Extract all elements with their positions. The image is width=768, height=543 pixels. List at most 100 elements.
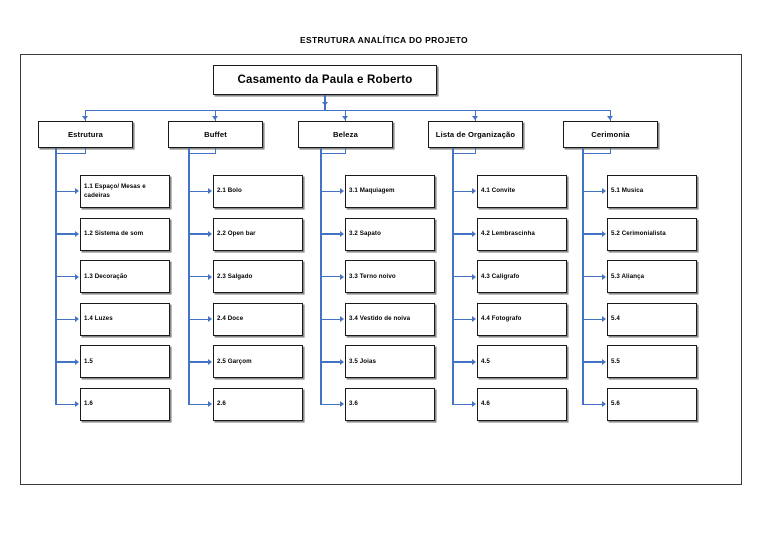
branch-1-spine-link (56, 153, 86, 155)
task-5.3-arrow-icon (602, 273, 606, 280)
task-node-5.1-label: 5.1 Musica (611, 187, 644, 195)
branch-node-1-label: Estrutura (67, 130, 104, 139)
task-5.5-connector (583, 361, 603, 363)
task-node-3.2[interactable]: 3.2 Sapato (345, 217, 435, 251)
task-node-1.4-label: 1.4 Luzes (84, 315, 113, 323)
task-node-5.6[interactable]: 5.6 (607, 388, 697, 421)
task-node-3.2-label: 3.2 Sapato (349, 229, 381, 237)
task-node-5.1[interactable]: 5.1 Musica (607, 175, 697, 208)
task-3.6-arrow-icon (340, 401, 344, 408)
task-1.1-connector (56, 190, 76, 193)
task-node-2.1-label: 2.1 Bolo (217, 187, 242, 195)
branch-node-1[interactable]: Estrutura (38, 121, 133, 148)
branch-node-5-label: Cerimonia (591, 130, 630, 139)
task-node-2.3[interactable]: 2.3 Salgado (213, 260, 303, 294)
task-5.1-connector (583, 190, 603, 193)
branch-3-spine-link (321, 153, 346, 155)
task-4.5-connector (453, 361, 473, 363)
task-4.1-arrow-icon (472, 188, 476, 195)
task-node-3.4[interactable]: 3.4 Vestido de noiva (345, 302, 435, 336)
task-node-1.2-label: 1.2 Sistema de som (84, 229, 144, 237)
task-node-5.4[interactable]: 5.4 (607, 302, 697, 336)
branch-2-drop-connector (214, 110, 217, 121)
task-1.6-connector (56, 403, 76, 406)
task-node-1.1[interactable]: 1.1 Espaço/ Mesas e cadeiras (80, 175, 170, 208)
branch-3-spine-connector (320, 148, 322, 405)
task-node-4.1[interactable]: 4.1 Convite (477, 175, 567, 208)
task-node-2.2[interactable]: 2.2 Open bar (213, 217, 303, 251)
task-node-2.5-label: 2.5 Garçom (217, 357, 252, 365)
task-node-2.1[interactable]: 2.1 Bolo (213, 175, 303, 208)
task-3.1-connector (321, 190, 341, 193)
task-1.5-arrow-icon (75, 358, 79, 365)
task-4.6-connector (453, 403, 473, 406)
task-node-3.1[interactable]: 3.1 Maquiagem (345, 175, 435, 208)
task-node-1.5-label: 1.5 (84, 357, 93, 365)
task-node-5.3-label: 5.3 Aliança (611, 272, 645, 280)
task-2.2-connector (189, 233, 209, 235)
task-node-5.3[interactable]: 5.3 Aliança (607, 260, 697, 294)
task-1.3-arrow-icon (75, 273, 79, 280)
task-node-4.5[interactable]: 4.5 (477, 345, 567, 379)
task-node-1.4[interactable]: 1.4 Luzes (80, 302, 170, 336)
task-node-4.2[interactable]: 4.2 Lembrascinha (477, 217, 567, 251)
task-node-1.2[interactable]: 1.2 Sistema de som (80, 217, 170, 251)
task-node-3.5[interactable]: 3.5 Joias (345, 345, 435, 379)
task-node-5.6-label: 5.6 (611, 400, 620, 408)
task-node-3.6[interactable]: 3.6 (345, 388, 435, 421)
task-node-4.5-label: 4.5 (481, 357, 490, 365)
branch-4-spine-connector (452, 148, 454, 405)
task-3.3-arrow-icon (340, 273, 344, 280)
task-node-2.4[interactable]: 2.4 Doce (213, 302, 303, 336)
task-1.4-connector (56, 318, 76, 320)
branch-node-3[interactable]: Beleza (298, 121, 393, 148)
task-node-2.4-label: 2.4 Doce (217, 315, 244, 323)
task-node-3.3[interactable]: 3.3 Terno noivo (345, 260, 435, 294)
task-node-2.5[interactable]: 2.5 Garçom (213, 345, 303, 379)
task-4.4-arrow-icon (472, 316, 476, 323)
task-3.5-connector (321, 361, 341, 363)
root-node-label: Casamento da Paula e Roberto (237, 74, 413, 86)
task-4.6-arrow-icon (472, 401, 476, 408)
branch-5-spine-connector (582, 148, 584, 405)
task-node-5.2[interactable]: 5.2 Cerimonialista (607, 217, 697, 251)
task-5.4-connector (583, 318, 603, 320)
task-4.2-arrow-icon (472, 230, 476, 237)
task-5.2-connector (583, 233, 603, 235)
root-node[interactable]: Casamento da Paula e Roberto (213, 65, 437, 95)
task-node-1.6[interactable]: 1.6 (80, 388, 170, 421)
task-1.4-arrow-icon (75, 316, 79, 323)
task-node-5.5[interactable]: 5.5 (607, 345, 697, 379)
task-node-2.6[interactable]: 2.6 (213, 388, 303, 421)
task-3.6-connector (321, 403, 341, 406)
task-1.3-connector (56, 276, 76, 278)
task-2.2-arrow-icon (208, 230, 212, 237)
task-node-1.5[interactable]: 1.5 (80, 345, 170, 379)
task-node-5.5-label: 5.5 (611, 357, 620, 365)
task-5.6-arrow-icon (602, 401, 606, 408)
branch-2-spine-link (189, 153, 216, 155)
task-node-4.2-label: 4.2 Lembrascinha (481, 229, 535, 237)
branch-3-drop-arrow-icon (342, 116, 349, 120)
task-5.3-connector (583, 276, 603, 278)
task-5.4-arrow-icon (602, 316, 606, 323)
task-node-4.4[interactable]: 4.4 Fotografo (477, 302, 567, 336)
task-5.1-arrow-icon (602, 188, 606, 195)
task-1.5-connector (56, 361, 76, 363)
task-5.2-arrow-icon (602, 230, 606, 237)
branch-node-2[interactable]: Buffet (168, 121, 263, 148)
branch-1-drop-arrow-icon (82, 116, 89, 120)
task-node-4.3[interactable]: 4.3 Caligrafo (477, 260, 567, 294)
task-node-4.6[interactable]: 4.6 (477, 388, 567, 421)
branch-3-spine-stub (344, 148, 347, 154)
branch-5-drop-connector (609, 110, 612, 121)
task-node-3.5-label: 3.5 Joias (349, 357, 377, 365)
task-4.4-connector (453, 318, 473, 320)
task-node-1.6-label: 1.6 (84, 400, 93, 408)
task-node-1.1-label: 1.1 Espaço/ Mesas e cadeiras (84, 183, 146, 199)
branch-node-5[interactable]: Cerimonia (563, 121, 658, 148)
task-2.3-arrow-icon (208, 273, 212, 280)
branch-node-4[interactable]: Lista de Organização (428, 121, 523, 148)
branch-node-4-label: Lista de Organização (435, 130, 516, 139)
task-node-1.3[interactable]: 1.3 Decoração (80, 260, 170, 294)
